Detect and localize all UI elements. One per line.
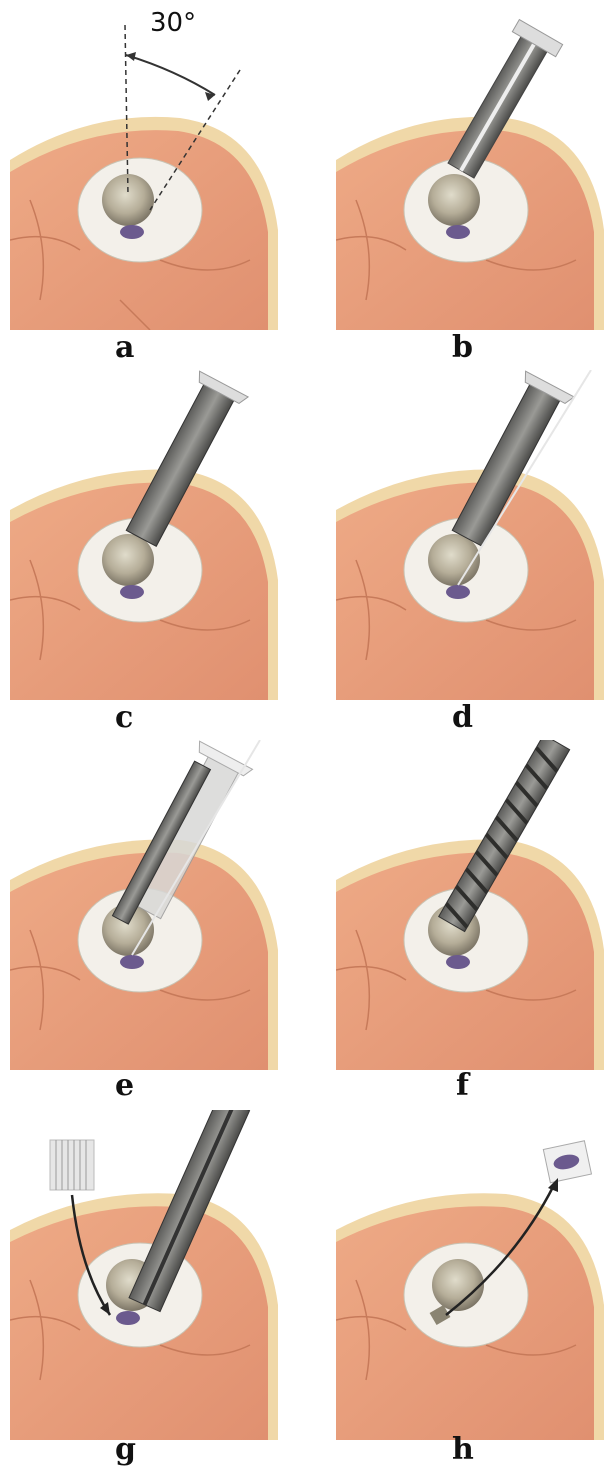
biopsy-cylinder-icon bbox=[50, 1140, 94, 1190]
panel-label-g: g bbox=[115, 1432, 136, 1467]
panel-label-h: h bbox=[452, 1432, 474, 1467]
panel-label-d: d bbox=[452, 700, 473, 735]
panel-h bbox=[336, 1110, 606, 1440]
panel-label-a: a bbox=[115, 330, 134, 365]
scalp-illustration bbox=[10, 370, 280, 700]
panel-c bbox=[10, 370, 280, 700]
scalp-illustration bbox=[10, 0, 280, 330]
scalp-illustration bbox=[336, 0, 606, 330]
scalp-illustration bbox=[336, 740, 606, 1070]
panel-f bbox=[336, 740, 606, 1070]
panel-label-c: c bbox=[115, 700, 133, 735]
scalp-illustration bbox=[336, 1110, 606, 1440]
panel-a: 30° bbox=[10, 0, 280, 330]
angle-label: 30° bbox=[150, 8, 196, 38]
panel-e bbox=[10, 740, 280, 1070]
panel-label-f: f bbox=[456, 1068, 469, 1103]
scalp-illustration bbox=[336, 370, 606, 700]
panel-label-b: b bbox=[452, 330, 473, 365]
panel-label-e: e bbox=[115, 1068, 134, 1103]
scalp-illustration bbox=[10, 740, 280, 1070]
panel-d bbox=[336, 370, 606, 700]
specimen-icon bbox=[543, 1141, 591, 1183]
scalp-illustration bbox=[10, 1110, 280, 1440]
panel-g bbox=[10, 1110, 280, 1440]
panel-b bbox=[336, 0, 606, 330]
